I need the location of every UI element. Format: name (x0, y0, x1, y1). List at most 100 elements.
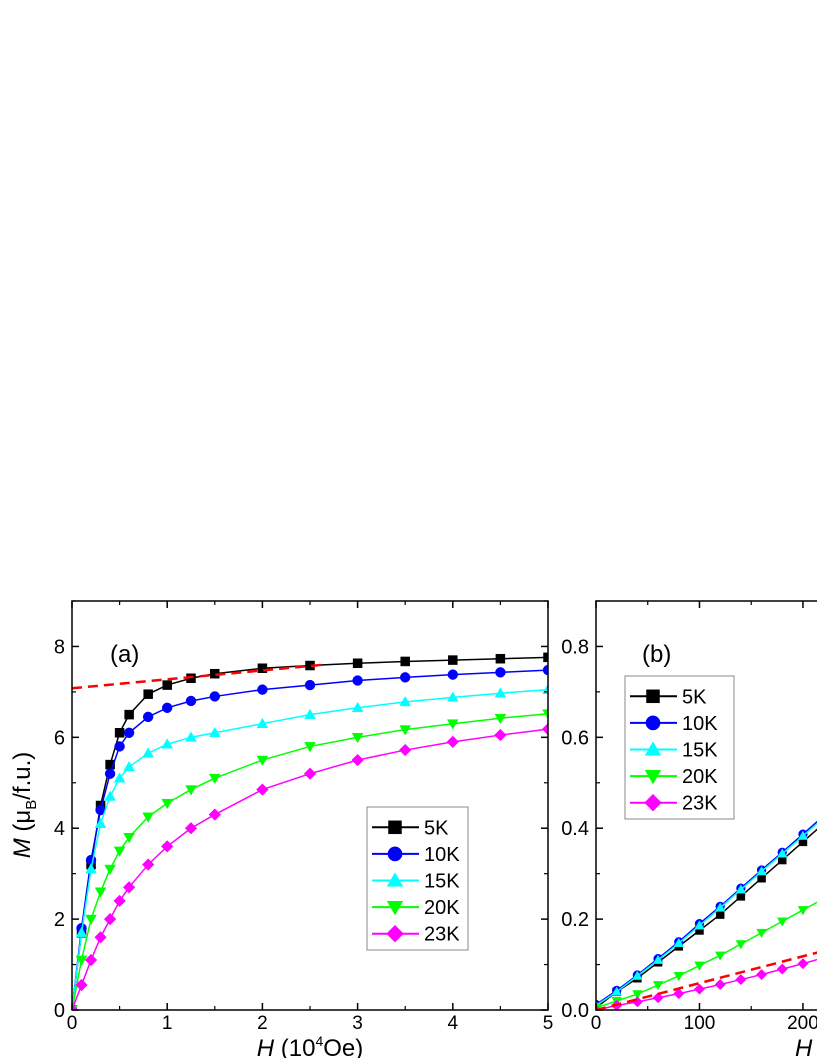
data-point-20K (351, 733, 364, 744)
x-axis-symbol: H (257, 1035, 275, 1058)
legend-square-icon (388, 820, 402, 835)
data-point-5K (757, 873, 766, 883)
y-axis-unit-subscript: B (23, 800, 40, 810)
data-point-20K (714, 951, 726, 961)
legend-label: 20K (424, 897, 460, 919)
data-point-10K (400, 672, 411, 683)
data-point-10K (104, 768, 116, 779)
data-point-20K (673, 972, 685, 982)
y-tick-label: 6 (54, 727, 65, 749)
data-point-23K (735, 973, 747, 986)
x-axis-unit-exponent: 4 (315, 1033, 323, 1049)
data-point-20K (542, 709, 548, 720)
data-point-23K (652, 992, 664, 1004)
legend-item-23K: 23K (372, 924, 460, 946)
data-point-23K (208, 808, 222, 821)
x-tick-label: 0 (591, 1013, 602, 1034)
data-point-15K (123, 760, 135, 772)
legend-label: 15K (424, 871, 460, 893)
data-point-23K (256, 783, 269, 796)
data-point-15K (777, 848, 788, 858)
legend-item-20K: 20K (630, 766, 718, 788)
data-point-15K (185, 731, 197, 742)
data-point-20K (632, 990, 643, 1000)
legend-square-icon (646, 689, 660, 704)
data-point-20K (777, 917, 788, 927)
data-point-15K (714, 902, 726, 912)
data-point-10K (209, 691, 221, 702)
y-tick-label: 0.4 (561, 818, 589, 840)
data-point-10K (185, 695, 197, 707)
data-point-15K (632, 970, 643, 980)
data-point-23K (160, 840, 174, 853)
series-line-10K (596, 820, 817, 1006)
legend-box (624, 675, 735, 820)
data-point-15K (399, 695, 412, 707)
data-point-10K (304, 679, 316, 691)
data-point-20K (756, 928, 767, 939)
data-point-20K (652, 981, 664, 991)
data-point-23K (122, 881, 136, 894)
series-line-5K (596, 828, 817, 1009)
data-point-15K (75, 926, 88, 938)
data-point-5K (352, 658, 363, 669)
data-point-20K (104, 864, 116, 876)
legend-triangle-down-icon (386, 901, 404, 916)
data-point-20K (94, 887, 107, 898)
legend-item-23K: 23K (630, 793, 718, 815)
x-tick-label: 1 (162, 1013, 173, 1034)
plot-area (596, 820, 817, 1010)
data-point-20K (304, 742, 316, 753)
y-axis-symbol: M (9, 838, 36, 858)
data-point-23K (303, 767, 317, 780)
data-point-20K (797, 906, 809, 916)
y-tick-label: 0.6 (561, 727, 589, 749)
data-point-23K (446, 735, 460, 749)
data-point-5K (715, 910, 725, 919)
data-point-23K (776, 963, 788, 975)
x-tick-label: 5 (543, 1013, 554, 1034)
data-point-15K (652, 954, 664, 964)
legend: 5K 10K 15K 20K 23K (366, 806, 469, 951)
legend-label: 20K (682, 766, 718, 788)
series-line-10K (72, 669, 548, 1010)
data-point-15K (304, 708, 316, 719)
data-point-15K (256, 717, 269, 728)
data-point-23K (756, 968, 768, 981)
y-tick-label: 0.8 (561, 636, 589, 658)
x-axis-title-b: H (795, 1035, 813, 1058)
data-point-23K (398, 743, 412, 757)
data-point-15K (694, 920, 705, 930)
data-point-20K (446, 719, 459, 730)
data-point-10K (352, 675, 363, 686)
y-tick-label: 2 (54, 909, 65, 931)
y-tick-label: 0.0 (561, 1000, 589, 1022)
data-point-15K (142, 747, 154, 758)
data-point-5K (162, 680, 172, 690)
x-tick-label: 4 (448, 1013, 459, 1034)
legend-label: 23K (424, 924, 460, 946)
data-point-10K (495, 667, 506, 678)
data-point-23K (797, 958, 809, 970)
data-point-20K (142, 812, 154, 823)
legend-item-5K: 5K (372, 817, 449, 839)
legend-triangle-down-icon (644, 770, 662, 785)
legend-item-10K: 10K (630, 713, 718, 735)
data-point-20K (694, 961, 705, 971)
legend-label: 15K (682, 740, 718, 762)
data-point-23K (351, 753, 364, 767)
legend-item-10K: 10K (372, 844, 460, 866)
legend-label: 5K (424, 817, 449, 839)
data-point-23K (141, 858, 155, 871)
data-point-23K (693, 983, 706, 995)
data-point-5K (448, 655, 458, 665)
x-tick-label: 100 (684, 1013, 716, 1034)
panel-label: (a) (110, 641, 139, 668)
legend-triangle-up-icon (644, 741, 662, 756)
data-point-23K (94, 931, 107, 944)
x-axis-unit: (10 (274, 1035, 315, 1058)
data-point-15K (446, 691, 459, 702)
data-point-15K (494, 687, 507, 698)
